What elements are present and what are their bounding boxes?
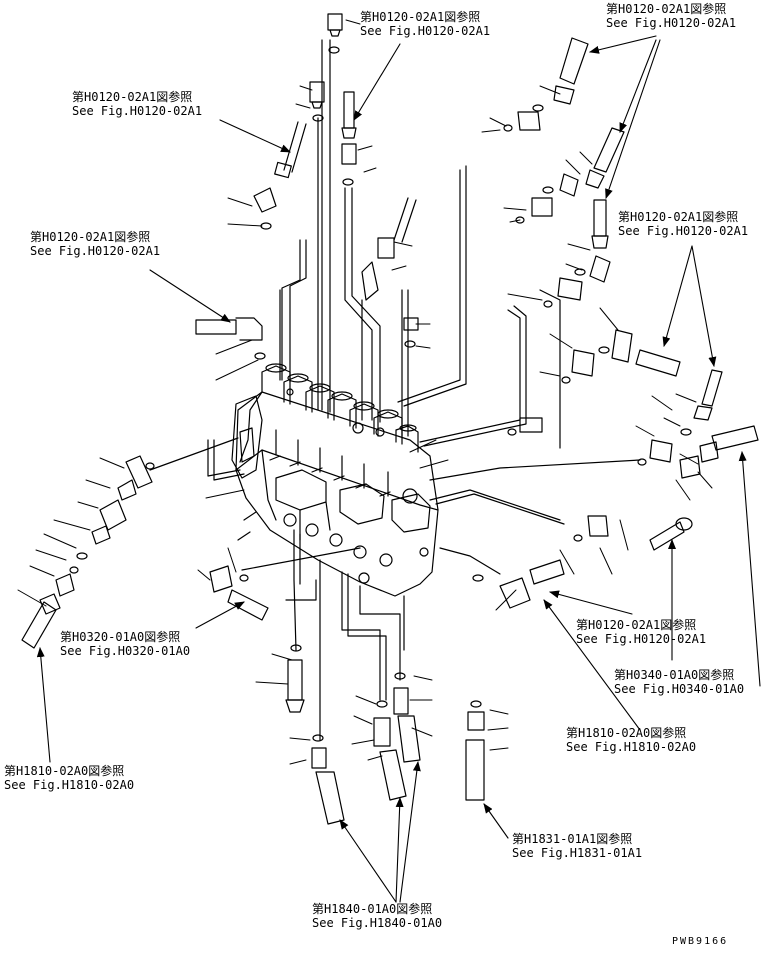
control-valve-block: [231, 363, 439, 597]
callout-jp-text: 第H0340-01A0図参照: [614, 668, 735, 682]
callout-h0120-upper-left: 第H0120-02A1図参照 See Fig.H0120-02A1: [72, 90, 202, 118]
callout-en-text: See Fig.H0320-01A0: [60, 644, 191, 658]
callout-h1831: 第H1831-01A1図参照 See Fig.H1831-01A1: [512, 832, 642, 860]
callout-h0120-mid-right: 第H0120-02A1図参照 See Fig.H0120-02A1: [618, 210, 748, 238]
callout-h0120-mid-left: 第H0120-02A1図参照 See Fig.H0120-02A1: [30, 230, 160, 258]
callout-jp-text: 第H0120-02A1図参照: [618, 210, 739, 224]
callout-jp-text: 第H0120-02A1図参照: [360, 10, 481, 24]
callout-h1840: 第H1840-01A0図参照 See Fig.H1840-01A0: [312, 902, 442, 930]
fittings-top: [195, 13, 419, 360]
callout-h0120-top-center: 第H0120-02A1図参照 See Fig.H0120-02A1: [360, 10, 490, 38]
fittings-left: [21, 455, 269, 649]
callout-h0340: 第H0340-01A0図参照 See Fig.H0340-01A0: [614, 668, 744, 696]
callout-jp-text: 第H0120-02A1図参照: [72, 90, 193, 104]
callout-en-text: See Fig.H0120-02A1: [30, 244, 161, 258]
hydraulic-lines: [149, 39, 641, 741]
callout-jp-text: 第H0120-02A1図参照: [30, 230, 151, 244]
callout-en-text: See Fig.H1810-02A0: [566, 740, 697, 754]
callout-jp-text: 第H1840-01A0図参照: [312, 902, 433, 916]
callout-jp-text: 第H0120-02A1図参照: [606, 2, 727, 16]
drawing-code: PWB9166: [672, 936, 729, 947]
callout-h0120-lower-right: 第H0120-02A1図参照 See Fig.H0120-02A1: [576, 618, 706, 646]
callout-jp-text: 第H0320-01A0図参照: [60, 630, 181, 644]
leader-ticks: [17, 19, 713, 765]
callout-jp-text: 第H1810-02A0図参照: [566, 726, 687, 740]
fittings-right: [472, 37, 759, 609]
callout-en-text: See Fig.H0120-02A1: [606, 16, 737, 30]
callout-en-text: See Fig.H0120-02A1: [360, 24, 491, 38]
callout-jp-text: 第H1831-01A1図参照: [512, 832, 633, 846]
callout-h1810-right: 第H1810-02A0図参照 See Fig.H1810-02A0: [566, 726, 696, 754]
callout-h0320: 第H0320-01A0図参照 See Fig.H0320-01A0: [60, 630, 190, 658]
callout-en-text: See Fig.H1810-02A0: [4, 778, 135, 792]
callout-en-text: See Fig.H0120-02A1: [576, 632, 707, 646]
callout-h0120-top-right: 第H0120-02A1図参照 See Fig.H0120-02A1: [606, 2, 736, 30]
callout-en-text: See Fig.H1831-01A1: [512, 846, 643, 860]
callout-en-text: See Fig.H1840-01A0: [312, 916, 443, 930]
callout-arrows: [36, 35, 761, 903]
callout-en-text: See Fig.H0340-01A0: [614, 682, 745, 696]
callout-jp-text: 第H1810-02A0図参照: [4, 764, 125, 778]
callout-en-text: See Fig.H0120-02A1: [618, 224, 749, 238]
callout-en-text: See Fig.H0120-02A1: [72, 104, 203, 118]
callout-h1810-left: 第H1810-02A0図参照 See Fig.H1810-02A0: [4, 764, 134, 792]
callout-jp-text: 第H0120-02A1図参照: [576, 618, 697, 632]
fittings-bottom: [285, 644, 485, 825]
